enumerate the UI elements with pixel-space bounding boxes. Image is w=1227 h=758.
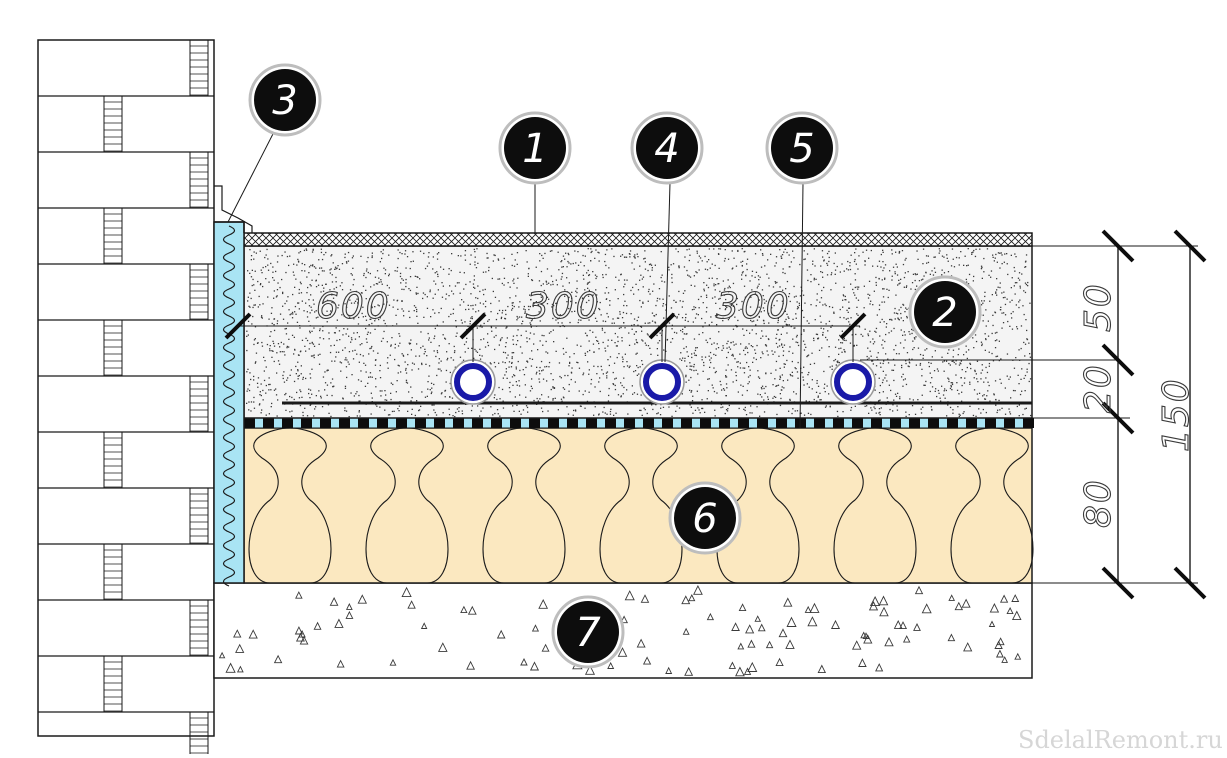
thickness-dimensions: 50 20 80 150 — [1032, 229, 1207, 600]
callout-label-3: 3 — [272, 78, 297, 124]
heating-pipes — [450, 326, 876, 405]
callout-2: 2 — [908, 275, 982, 349]
spacing-label-300-a: 300 — [526, 286, 601, 327]
insulation-layer — [243, 427, 1033, 584]
callout-label-5: 5 — [789, 126, 814, 172]
reflective-film-layer — [243, 417, 1034, 429]
pipe-spacing-dimension: 600 300 300 — [224, 285, 1118, 361]
heating-pipe-1 — [450, 326, 496, 405]
thickness-label-80: 80 — [1078, 478, 1119, 528]
callout-3: 3 — [248, 63, 322, 137]
screed-layer — [243, 245, 1033, 419]
spacing-label-300-b: 300 — [716, 286, 791, 327]
heating-pipe-3 — [830, 326, 876, 405]
callout-label-1: 1 — [522, 126, 547, 172]
spacing-label-600: 600 — [316, 286, 391, 327]
heating-pipe-2 — [639, 326, 685, 405]
callout-markers: 1 2 3 4 5 6 7 — [248, 63, 982, 669]
floor-covering-layer — [243, 232, 1033, 247]
callout-label-4: 4 — [654, 126, 679, 172]
brick-wall — [37, 39, 215, 758]
callout-7: 7 — [551, 595, 625, 669]
callout-leaders — [227, 127, 804, 429]
thickness-label-20: 20 — [1078, 363, 1119, 413]
callout-6: 6 — [668, 481, 742, 555]
thickness-label-50: 50 — [1078, 282, 1119, 332]
damper-tape-hatch — [222, 225, 236, 587]
thickness-label-150: 150 — [1156, 377, 1197, 452]
callout-4: 4 — [630, 111, 704, 185]
watermark: SdelalRemont.ru — [1018, 726, 1223, 754]
damper-tape-layer — [213, 221, 245, 584]
plinth-flap — [214, 185, 253, 233]
callout-1: 1 — [498, 111, 572, 185]
callout-label-6: 6 — [692, 496, 717, 542]
callout-label-2: 2 — [932, 290, 957, 336]
callout-label-7: 7 — [575, 610, 601, 656]
callout-5: 5 — [765, 111, 839, 185]
